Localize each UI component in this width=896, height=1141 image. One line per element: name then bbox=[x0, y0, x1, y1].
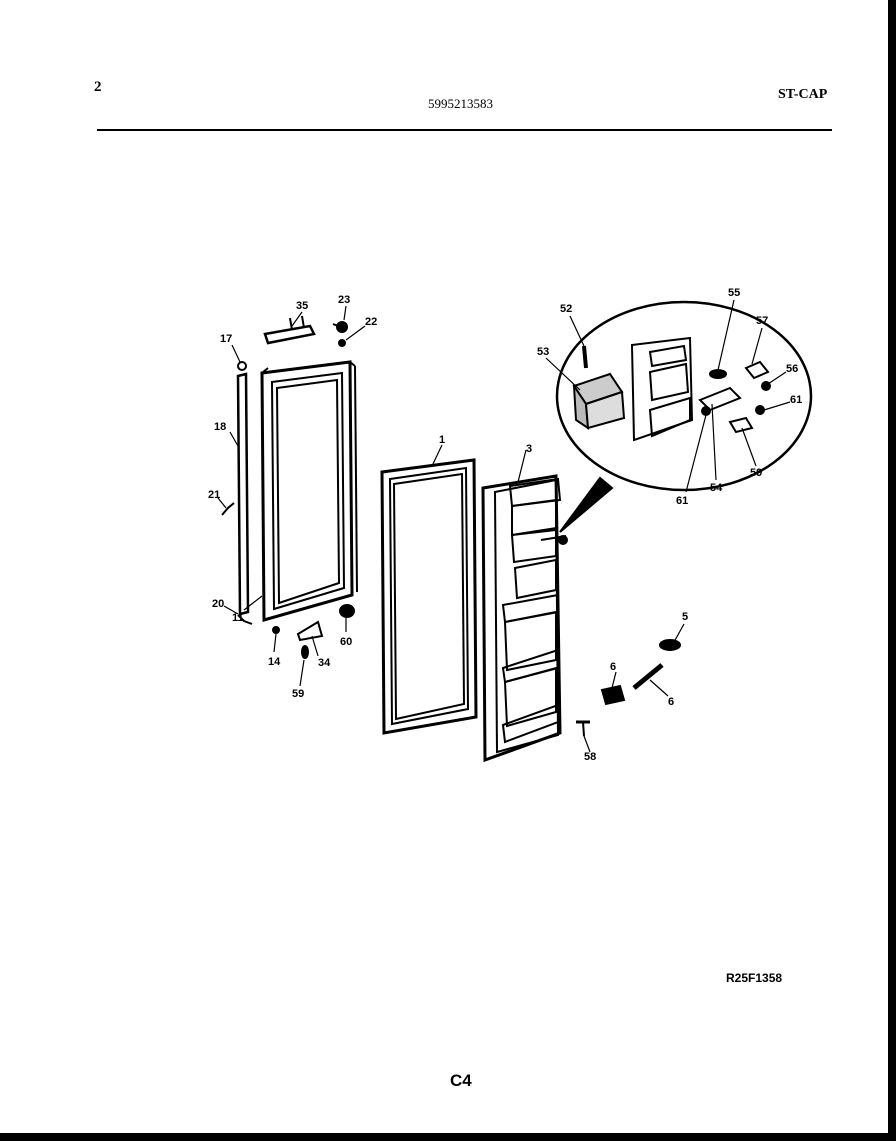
door-panel bbox=[481, 474, 568, 763]
callout-21: 21 bbox=[208, 489, 220, 501]
part-17 bbox=[237, 361, 247, 371]
callout-3: 3 bbox=[526, 443, 532, 455]
callout-59b: 59 bbox=[750, 467, 762, 479]
part-5 bbox=[659, 639, 681, 651]
callout-1: 1 bbox=[439, 434, 445, 446]
callout-59: 59 bbox=[292, 688, 304, 700]
callout-54: 54 bbox=[710, 482, 723, 494]
callout-23: 23 bbox=[338, 294, 350, 306]
callout-53: 53 bbox=[537, 346, 549, 358]
hinge-top bbox=[263, 315, 316, 345]
callout-14: 14 bbox=[268, 656, 281, 668]
callout-60: 60 bbox=[340, 636, 352, 648]
callout-52: 52 bbox=[560, 303, 572, 315]
part-60 bbox=[339, 604, 355, 618]
callout-6b: 6 bbox=[668, 696, 674, 708]
callout-58: 58 bbox=[584, 751, 596, 763]
leader-lines bbox=[217, 299, 791, 753]
callout-61a: 61 bbox=[790, 394, 802, 406]
part-number: 5995213583 bbox=[428, 96, 493, 111]
callout-5: 5 bbox=[682, 611, 688, 623]
callout-61b: 61 bbox=[676, 495, 688, 507]
callout-56: 56 bbox=[786, 363, 798, 375]
drawing-code: R25F1358 bbox=[726, 971, 783, 985]
callout-57: 57 bbox=[756, 315, 768, 327]
page-border-right bbox=[888, 0, 896, 1141]
detail-circle bbox=[555, 300, 813, 492]
part-6-bracket bbox=[600, 684, 626, 706]
door-frame bbox=[260, 360, 358, 622]
part-58 bbox=[576, 720, 590, 737]
page-number: 2 bbox=[94, 79, 102, 95]
page-border-bottom bbox=[0, 1133, 896, 1141]
model-code: ST-CAP bbox=[778, 87, 828, 102]
part-34 bbox=[296, 620, 324, 642]
header-rule bbox=[97, 129, 832, 131]
door-gasket bbox=[380, 458, 478, 735]
part-20 bbox=[237, 614, 253, 625]
callout-cone bbox=[559, 476, 614, 533]
callout-22: 22 bbox=[365, 316, 377, 328]
callout-6a: 6 bbox=[610, 661, 616, 673]
callout-11: 11 bbox=[232, 612, 244, 624]
callout-55: 55 bbox=[728, 287, 740, 299]
part-6-rod bbox=[632, 663, 664, 690]
part-21 bbox=[221, 502, 235, 516]
callout-17: 17 bbox=[220, 333, 232, 345]
gasket-strip bbox=[236, 372, 250, 616]
section-label: C4 bbox=[450, 1071, 472, 1090]
part-59 bbox=[301, 645, 309, 659]
callout-35: 35 bbox=[296, 300, 308, 312]
callout-18: 18 bbox=[214, 421, 226, 433]
screw-23 bbox=[332, 321, 348, 347]
part-14 bbox=[272, 626, 280, 634]
callout-20: 20 bbox=[212, 598, 224, 610]
callout-34: 34 bbox=[318, 657, 331, 669]
